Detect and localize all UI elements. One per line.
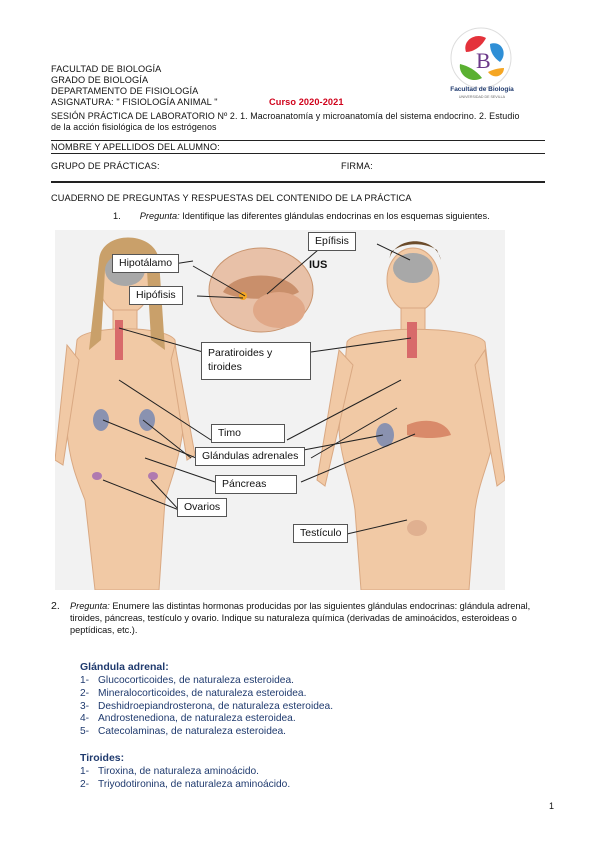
question-1: 1. Pregunta: Identifique las diferentes … (113, 210, 490, 222)
label-paratiroides-line1: Paratiroides y (208, 347, 273, 359)
question-1-number: 1. (113, 211, 121, 221)
list-item: 4-Androstenediona, de naturaleza esteroi… (80, 713, 296, 725)
answer-adrenal-title: Glándula adrenal: (80, 661, 169, 673)
question-2-number: 2. (51, 600, 60, 612)
session-title-line2: de la acción fisiológica de los estrógen… (51, 122, 217, 132)
degree-name: GRADO DE BIOLOGÍA (51, 75, 149, 85)
label-timo: Timo (211, 424, 285, 443)
logo-subcaption: UNIVERSIDAD DE SEVILLA (458, 95, 506, 99)
question-2-text-line1: Enumere las distintas hormonas producida… (109, 601, 531, 611)
list-item: 1-Tiroxina, de naturaleza aminoácido. (80, 766, 260, 777)
list-item: 1-Glucocorticoides, de naturaleza estero… (80, 675, 294, 686)
divider (51, 153, 545, 154)
label-testiculo: Testículo (293, 524, 349, 543)
list-item: 2-Triyodotironina, de naturaleza aminoác… (80, 778, 291, 790)
label-epifisis: Epífisis (308, 232, 356, 251)
practice-group-label: GRUPO DE PRÁCTICAS: (51, 161, 160, 171)
divider (51, 181, 545, 183)
question-2-prefix: Pregunta: (70, 601, 110, 611)
divider (51, 140, 545, 141)
endocrine-diagram-illustration (54, 237, 506, 591)
question-2-text-line2: tiroides, páncreas, testículo y ovario. … (70, 613, 517, 623)
department-name: DEPARTAMENTO DE FISIOLOGÍA (51, 86, 199, 96)
subject-name: ASIGNATURA: " FISIOLOGÍA ANIMAL " (51, 97, 218, 107)
question-1-text: Identifique las diferentes glándulas end… (179, 211, 490, 221)
list-item: 3-Deshidroepiandrosterona, de naturaleza… (80, 700, 334, 712)
faculty-logo: B Facultad de Biología UNIVERSIDAD DE SE… (432, 22, 530, 106)
logo-caption: Facultad de Biología (450, 86, 514, 93)
endocrine-diagram: Hipotálamo Epífisis IUS Hipófisis Parati… (54, 230, 506, 591)
label-hipofisis: Hipófisis (129, 286, 183, 305)
signature-label: FIRMA: (341, 161, 373, 171)
faculty-logo-icon: B (450, 27, 512, 89)
course-year: Curso 2020-2021 (269, 97, 344, 107)
question-1-prefix: Pregunta: (139, 211, 180, 221)
label-hipotalamo: Hipotálamo (112, 254, 180, 273)
label-paratiroides-tiroides: Paratiroides y tiroides (201, 342, 311, 380)
label-ovarios: Ovarios (177, 498, 228, 517)
page-number: 1 (549, 801, 555, 811)
question-2-text-line3: peptídicas, etc.). (70, 625, 138, 635)
session-title-line1: SESIÓN PRÁCTICA DE LABORATORIO Nº 2. 1. … (51, 111, 520, 121)
list-item: 2-Mineralocorticoides, de naturaleza est… (80, 687, 307, 699)
list-item: 5-Catecolaminas, de naturaleza esteroide… (80, 726, 287, 738)
answer-thyroid-title: Tiroides: (80, 752, 125, 764)
label-paratiroides-line2: tiroides (208, 361, 242, 373)
notebook-title: CUADERNO DE PREGUNTAS Y RESPUESTAS DEL C… (51, 193, 412, 203)
student-name-label: NOMBRE Y APELLIDOS DEL ALUMNO: (51, 142, 220, 152)
answer-adrenal-list: 1-Glucocorticoides, de naturaleza estero… (80, 675, 333, 739)
label-pancreas: Páncreas (215, 475, 297, 494)
svg-text:B: B (476, 48, 491, 73)
faculty-name: FACULTAD DE BIOLOGÍA (51, 64, 162, 74)
answer-thyroid-list: 1-Tiroxina, de naturaleza aminoácido. 2-… (80, 766, 290, 792)
label-stray-text: IUS (309, 259, 328, 271)
label-glandulas-adrenales: Glándulas adrenales (195, 447, 306, 466)
question-2: Pregunta: Enumere las distintas hormonas… (70, 600, 560, 636)
